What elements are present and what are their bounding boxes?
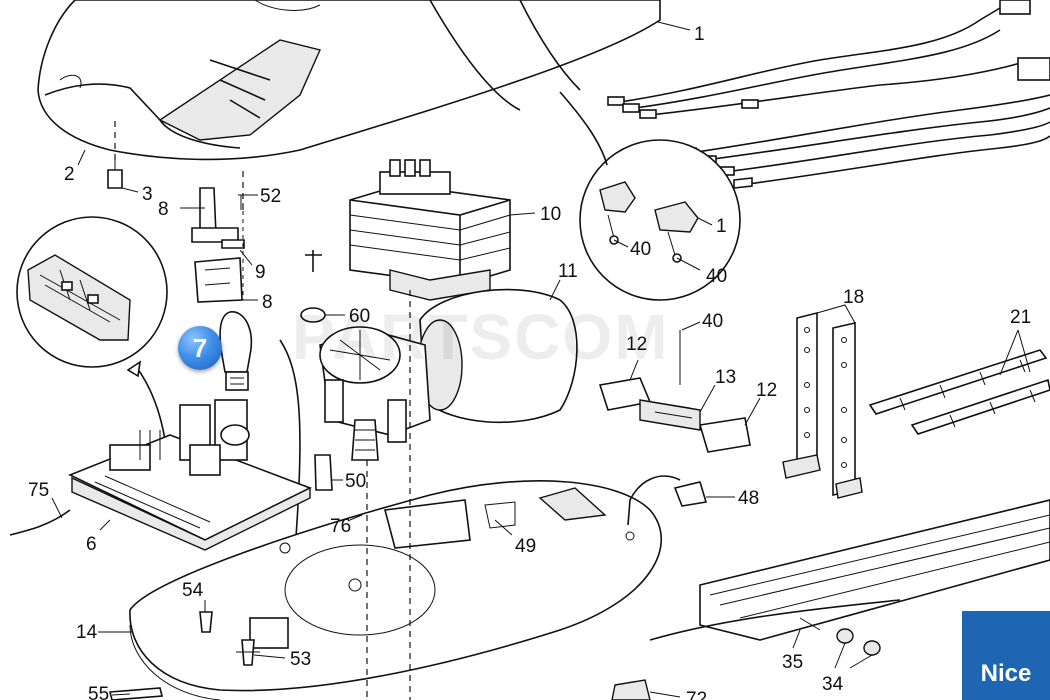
small-parts — [107, 160, 333, 551]
callout-11-motor: 11 — [558, 261, 578, 282]
callout-6-board: 6 — [86, 534, 97, 555]
bracket-detail-inset — [559, 91, 741, 301]
callout-75-cable: 75 — [28, 480, 49, 501]
callout-72: 72 — [686, 689, 707, 700]
callout-35: 35 — [782, 652, 803, 673]
callout-60-washer: 60 — [349, 306, 370, 327]
callout-9: 9 — [255, 262, 266, 283]
callout-1-cover: 1 — [694, 24, 705, 45]
callout-18-brackets: 18 — [843, 287, 864, 308]
callout-3-screw: 3 — [142, 184, 153, 205]
callout-50: 50 — [345, 471, 366, 492]
callout-54: 54 — [182, 580, 204, 601]
callout-49: 49 — [515, 536, 536, 557]
callout-labels: 1 2 3 8 52 9 8 10 11 1 40 40 40 12 13 12… — [28, 24, 1031, 700]
callout-34-nuts: 34 — [822, 674, 844, 695]
callout-53: 53 — [290, 649, 311, 670]
transformer — [349, 159, 511, 301]
dashed-guides — [114, 120, 411, 700]
guide-rail — [627, 475, 1050, 656]
callout-21-chain: 21 — [1010, 307, 1031, 328]
bottom-screws — [108, 611, 651, 700]
callout-10-transformer: 10 — [540, 204, 561, 225]
gear-motor — [319, 288, 578, 461]
callout-8-lower: 8 — [262, 292, 273, 313]
callout-40-inset-right: 40 — [706, 266, 727, 287]
callout-14-base: 14 — [76, 622, 98, 643]
chain-links — [868, 349, 1050, 435]
callout-leaders — [51, 21, 1031, 698]
brackets — [782, 311, 863, 499]
callout-8-upper: 8 — [158, 199, 169, 220]
callout-40-inset-left: 40 — [630, 239, 651, 260]
bulb-and-control-board — [9, 311, 313, 551]
callout-48: 48 — [738, 488, 759, 509]
callout-76: 76 — [330, 516, 351, 537]
callout-1-bracket: 1 — [716, 216, 727, 237]
callout-2-housing: 2 — [64, 164, 75, 185]
callout-52: 52 — [260, 186, 281, 207]
pcb-detail-inset — [16, 216, 168, 441]
callout-13: 13 — [715, 367, 736, 388]
callout-55-screw: 55 — [88, 684, 109, 700]
part-7-bulb-marker[interactable]: 7 — [178, 326, 222, 370]
base-plate — [129, 480, 662, 700]
cover-housing — [37, 0, 661, 161]
callout-12-right: 12 — [756, 380, 777, 401]
callout-12-left: 12 — [626, 334, 647, 355]
limit-switches — [598, 330, 751, 453]
callout-40-screw: 40 — [702, 311, 723, 332]
brand-logo: Nice — [962, 611, 1050, 700]
